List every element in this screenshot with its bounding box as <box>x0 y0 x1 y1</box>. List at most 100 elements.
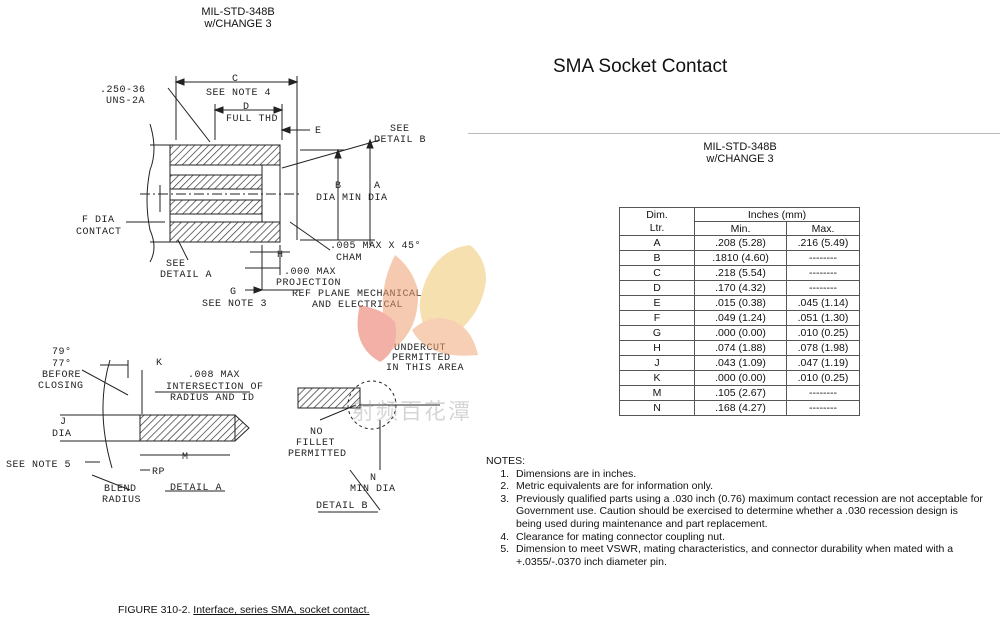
cell-max: -------- <box>786 250 860 266</box>
dim-g-label: G <box>230 287 237 298</box>
see-detail-b-label-1: SEE <box>390 124 410 135</box>
cell-ltr: C <box>619 265 695 281</box>
dim-c-label: C <box>232 74 239 85</box>
cell-max: -------- <box>786 400 860 416</box>
angle-79-label: 79° <box>52 346 72 358</box>
ref-plane-label-2: AND ELECTRICAL <box>312 300 403 311</box>
cell-ltr: J <box>619 355 695 371</box>
note-item: Previously qualified parts using a .030 … <box>512 493 986 531</box>
f-dia-label: F DIA <box>82 215 115 226</box>
undercut-label-3: IN THIS AREA <box>386 363 464 374</box>
blend-label: BLEND <box>104 484 137 495</box>
intersection-label-1: .008 MAX <box>188 370 240 381</box>
notes-list: Dimensions are in inches. Metric equival… <box>486 468 986 569</box>
left-standard-header: MIL-STD-348B w/CHANGE 3 <box>198 6 278 30</box>
left-header-line1: MIL-STD-348B <box>201 6 275 18</box>
cell-min: .043 (1.09) <box>694 355 787 371</box>
table-row: G.000 (0.00).010 (0.25) <box>619 325 860 341</box>
cell-ltr: E <box>619 295 695 311</box>
note-item: Metric equivalents are for information o… <box>512 480 986 493</box>
break-line <box>146 123 155 263</box>
cell-ltr: A <box>619 235 695 251</box>
dim-e-label: E <box>315 126 322 137</box>
table-row: E.015 (0.38).045 (1.14) <box>619 295 860 311</box>
cell-min: .000 (0.00) <box>694 325 787 341</box>
cell-min: .208 (5.28) <box>694 235 787 251</box>
detail-b-title: DETAIL B <box>316 501 368 512</box>
dim-h-label: H <box>277 250 284 261</box>
rp-label: RP <box>152 467 165 478</box>
detail-a-title: DETAIL A <box>170 483 222 494</box>
table-row: H.074 (1.88).078 (1.98) <box>619 340 860 356</box>
page-title: SMA Socket Contact <box>553 56 728 77</box>
table-row: M.105 (2.67)-------- <box>619 385 860 401</box>
cell-min: .074 (1.88) <box>694 340 787 356</box>
full-thd-label: FULL THD <box>226 114 278 125</box>
right-header-line1: MIL-STD-348B <box>703 141 777 153</box>
table-row: B.1810 (4.60)-------- <box>619 250 860 266</box>
dim-k-label: K <box>156 358 163 369</box>
cell-ltr: D <box>619 280 695 296</box>
cell-max: -------- <box>786 280 860 296</box>
projection-label-2: PROJECTION <box>276 278 341 289</box>
chamfer-label-2: CHAM <box>336 253 362 264</box>
detail-a-blend-arc <box>102 359 113 469</box>
table-header-row-1: Dim. Ltr. Inches (mm) <box>619 207 860 236</box>
outer-thread-section <box>169 144 281 166</box>
caption-text: Interface, series SMA, socket contact. <box>193 604 370 616</box>
ref-plane-label-1: REF PLANE MECHANICAL <box>292 289 422 300</box>
no-label: NO <box>310 427 323 438</box>
cell-max: .045 (1.14) <box>786 295 860 311</box>
cell-ltr: K <box>619 370 695 386</box>
dim-j-label: J <box>60 417 67 428</box>
cell-ltr: B <box>619 250 695 266</box>
table-row: K.000 (0.00).010 (0.25) <box>619 370 860 386</box>
dim-ltr-header: Dim. Ltr. <box>619 207 695 236</box>
cell-min: .000 (0.00) <box>694 370 787 386</box>
chamfer-label-1: .005 MAX X 45° <box>330 240 421 252</box>
dim-m-label: M <box>182 452 189 463</box>
dim-d-label: D <box>243 102 250 113</box>
cell-ltr: F <box>619 310 695 326</box>
table-row: A.208 (5.28).216 (5.49) <box>619 235 860 251</box>
table-row: J.043 (1.09).047 (1.19) <box>619 355 860 371</box>
intersection-label-3: RADIUS AND ID <box>170 393 255 404</box>
notes-title: NOTES: <box>486 455 526 467</box>
cell-max: .216 (5.49) <box>786 235 860 251</box>
note-item: Dimension to meet VSWR, mating character… <box>512 543 986 568</box>
cell-max: .078 (1.98) <box>786 340 860 356</box>
cell-ltr: M <box>619 385 695 401</box>
intersection-label-2: INTERSECTION OF <box>166 382 264 393</box>
cell-ltr: N <box>619 400 695 416</box>
cell-min: .049 (1.24) <box>694 310 787 326</box>
table-row: F.049 (1.24).051 (1.30) <box>619 310 860 326</box>
dia-min-dia-label: DIA MIN DIA <box>316 193 388 204</box>
technical-drawing: .250-36 UNS-2A C SEE NOTE 4 D FULL THD E… <box>6 74 486 513</box>
projection-label-1: .000 MAX <box>284 267 336 278</box>
cell-min: .170 (4.32) <box>694 280 787 296</box>
note-item: Clearance for mating connector coupling … <box>512 531 986 544</box>
undercut-label-1: UNDERCUT <box>394 343 446 354</box>
before-label: BEFORE <box>42 370 81 381</box>
see-note-4-label: SEE NOTE 4 <box>206 88 271 99</box>
min-header: Min. <box>694 221 787 236</box>
cell-max: -------- <box>786 265 860 281</box>
contact-upper-wall <box>169 174 263 190</box>
cell-max: .047 (1.19) <box>786 355 860 371</box>
contact-lower-wall <box>169 199 263 215</box>
dim-header: Dim. <box>646 208 668 221</box>
cell-min: .105 (2.67) <box>694 385 787 401</box>
cell-min: .168 (4.27) <box>694 400 787 416</box>
cell-max: -------- <box>786 385 860 401</box>
outer-thread-section-lower <box>169 221 281 243</box>
note-item: Dimensions are in inches. <box>512 468 986 481</box>
see-detail-a-label-2: DETAIL A <box>160 270 212 281</box>
units-header: Inches (mm) <box>694 207 860 222</box>
j-dia-label: DIA <box>52 429 72 440</box>
table-row: D.170 (4.32)-------- <box>619 280 860 296</box>
min-dia-label: MIN DIA <box>350 484 396 495</box>
angle-77-label: 77° <box>52 358 72 370</box>
closing-label: CLOSING <box>38 381 84 392</box>
thread-label-1: .250-36 <box>100 85 146 96</box>
caption-prefix: FIGURE 310-2. <box>118 604 194 616</box>
